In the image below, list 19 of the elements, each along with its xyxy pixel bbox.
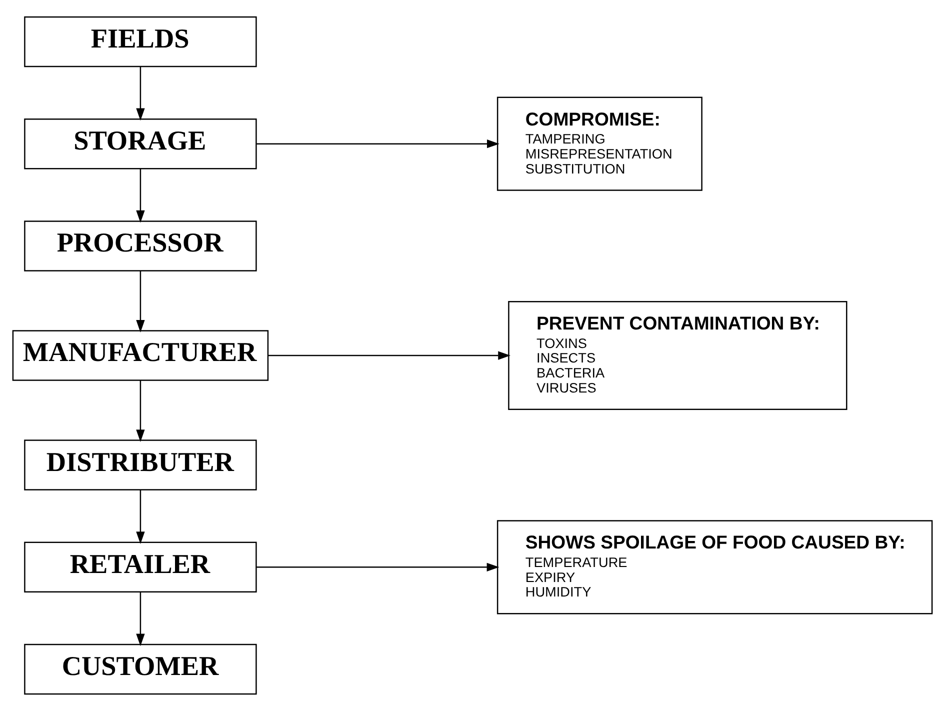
arrow xyxy=(256,139,500,148)
node-box: SHOWS SPOILAGE OF FOOD CAUSED BY: TEMPERATURE EXPIRY HUMIDITY xyxy=(496,520,933,614)
arrow xyxy=(136,592,145,646)
arrow xyxy=(268,350,510,360)
arrow xyxy=(136,168,145,222)
arrow xyxy=(256,562,500,571)
arrow xyxy=(136,489,145,544)
node-box: PROCESSOR xyxy=(24,220,257,271)
node-box: DISTRIBUTER xyxy=(24,439,257,490)
arrow xyxy=(136,380,145,442)
node-box: PREVENT CONTAMINATION BY: TOXINS INSECTS BACTERIA VIRUSES xyxy=(508,300,848,410)
node-box: MANUFACTURER xyxy=(12,330,269,380)
node-box: FIELDS xyxy=(24,16,257,67)
arrow xyxy=(136,66,145,120)
node-box: CUSTOMER xyxy=(24,643,257,694)
node-box: STORAGE xyxy=(24,118,257,169)
node-box: RETAILER xyxy=(24,541,257,592)
arrow xyxy=(136,270,145,332)
node-box: COMPROMISE: TAMPERING MISREPRESENTATION SUBSTITUTION xyxy=(496,96,702,190)
